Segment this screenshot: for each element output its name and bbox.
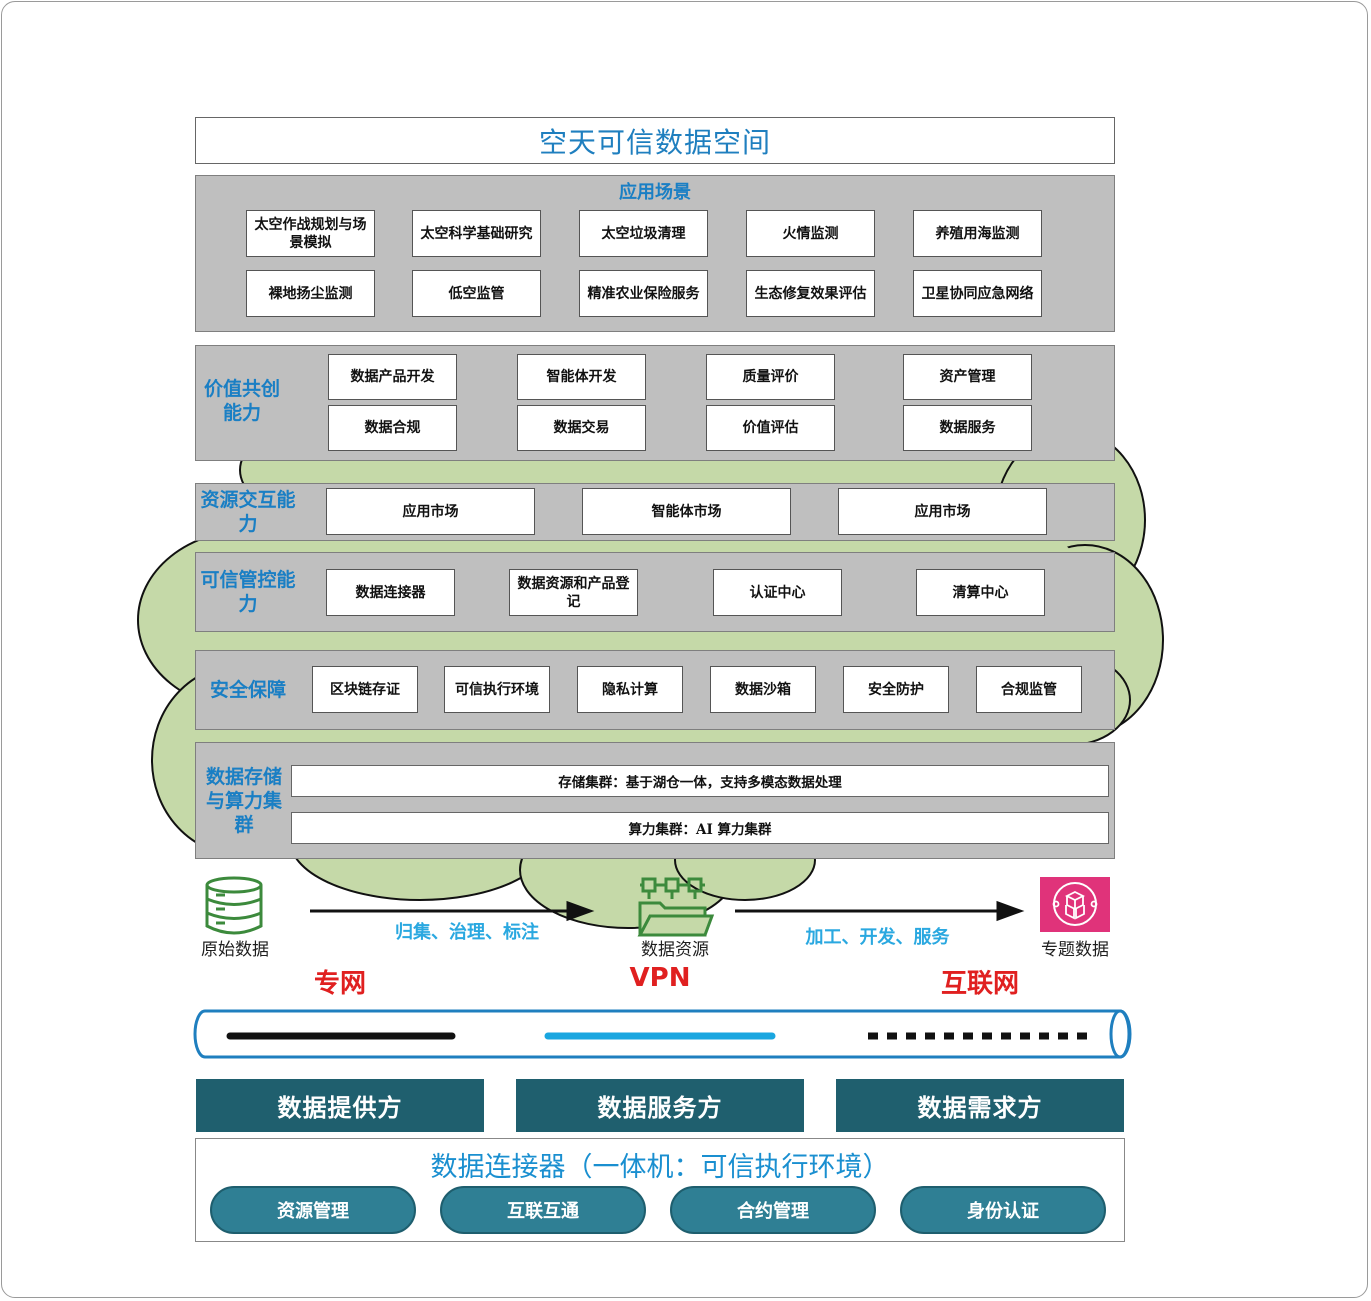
cube-network-icon <box>1040 877 1110 932</box>
security-item: 合规监管 <box>976 666 1082 713</box>
resource-label: 资源交互能力 <box>200 489 296 535</box>
network-vpn: VPN <box>629 963 691 993</box>
connector-identity-auth: 身份认证 <box>900 1186 1106 1234</box>
connector-interconnection: 互联互通 <box>440 1186 646 1234</box>
role-demand: 数据需求方 <box>836 1079 1124 1132</box>
app-item: 太空垃圾清理 <box>579 210 708 257</box>
value-item: 智能体开发 <box>517 354 646 400</box>
app-item: 养殖用海监测 <box>913 210 1042 257</box>
database-icon <box>205 876 263 935</box>
resource-item: 应用市场 <box>838 488 1047 535</box>
value-layer: 价值共创能力 数据产品开发 智能体开发 质量评价 资产管理 数据合规 数据交易 … <box>195 345 1115 461</box>
app-item: 裸地扬尘监测 <box>246 270 375 317</box>
application-label: 应用场景 <box>619 182 691 203</box>
security-item: 可信执行环境 <box>444 666 550 713</box>
connector-panel: 数据连接器（一体机：可信执行环境） 资源管理 互联互通 合约管理 身份认证 <box>195 1138 1125 1242</box>
value-item: 数据产品开发 <box>328 354 457 400</box>
trust-item: 认证中心 <box>713 569 842 616</box>
trust-item: 清算中心 <box>916 569 1045 616</box>
page-title: 空天可信数据空间 <box>195 117 1115 164</box>
flow-action-process: 加工、开发、服务 <box>805 927 950 948</box>
value-item: 价值评估 <box>706 405 835 451</box>
app-item: 生态修复效果评估 <box>746 270 875 317</box>
app-item: 卫星协同应急网络 <box>913 270 1042 317</box>
app-item: 低空监管 <box>412 270 541 317</box>
folder-chip-icon <box>637 877 715 937</box>
trust-item: 数据资源和产品登记 <box>509 569 638 616</box>
connector-resource-management: 资源管理 <box>210 1186 416 1234</box>
storage-cluster: 存储集群：基于湖仓一体，支持多模态数据处理 <box>291 765 1109 797</box>
network-private: 专网 <box>313 969 366 999</box>
connector-contract-management: 合约管理 <box>670 1186 876 1234</box>
role-service: 数据服务方 <box>516 1079 804 1132</box>
storage-layer: 数据存储与算力集群 存储集群：基于湖仓一体，支持多模态数据处理 算力集群：AI … <box>195 742 1115 859</box>
flow-action-collect: 归集、治理、标注 <box>395 922 539 943</box>
security-item: 数据沙箱 <box>710 666 816 713</box>
network-internet: 互联网 <box>940 969 1019 999</box>
security-item: 区块链存证 <box>312 666 418 713</box>
application-layer: 应用场景 太空作战规划与场景模拟 太空科学基础研究 太空垃圾清理 火情监测 养殖… <box>195 175 1115 332</box>
resource-layer: 资源交互能力 应用市场 智能体市场 应用市场 <box>195 483 1115 541</box>
app-item: 火情监测 <box>746 210 875 257</box>
connector-title: 数据连接器（一体机：可信执行环境） <box>430 1152 890 1183</box>
role-provider: 数据提供方 <box>196 1079 484 1132</box>
value-item: 质量评价 <box>706 354 835 400</box>
resource-item: 应用市场 <box>326 488 535 535</box>
value-item: 资产管理 <box>903 354 1032 400</box>
app-item: 太空科学基础研究 <box>412 210 541 257</box>
value-item: 数据合规 <box>328 405 457 451</box>
compute-cluster: 算力集群：AI 算力集群 <box>291 812 1109 844</box>
trust-label: 可信管控能力 <box>200 569 296 615</box>
arrow-right-icon <box>310 900 1025 922</box>
resource-item: 智能体市场 <box>582 488 791 535</box>
value-item: 数据服务 <box>903 405 1032 451</box>
app-item: 精准农业保险服务 <box>579 270 708 317</box>
trust-item: 数据连接器 <box>326 569 455 616</box>
storage-label: 数据存储与算力集群 <box>205 766 282 836</box>
target-label: 专题数据 <box>1041 940 1109 960</box>
network-pipe <box>193 1009 1132 1059</box>
trust-layer: 可信管控能力 数据连接器 数据资源和产品登记 认证中心 清算中心 <box>195 552 1115 632</box>
security-layer: 安全保障 区块链存证 可信执行环境 隐私计算 数据沙箱 安全防护 合规监管 <box>195 650 1115 730</box>
security-item: 安全防护 <box>843 666 949 713</box>
security-label: 安全保障 <box>209 679 286 701</box>
middle-label: 数据资源 <box>641 940 709 960</box>
value-item: 数据交易 <box>517 405 646 451</box>
value-label: 价值共创能力 <box>203 378 280 424</box>
app-item: 太空作战规划与场景模拟 <box>246 210 375 257</box>
source-label: 原始数据 <box>201 940 269 960</box>
security-item: 隐私计算 <box>577 666 683 713</box>
